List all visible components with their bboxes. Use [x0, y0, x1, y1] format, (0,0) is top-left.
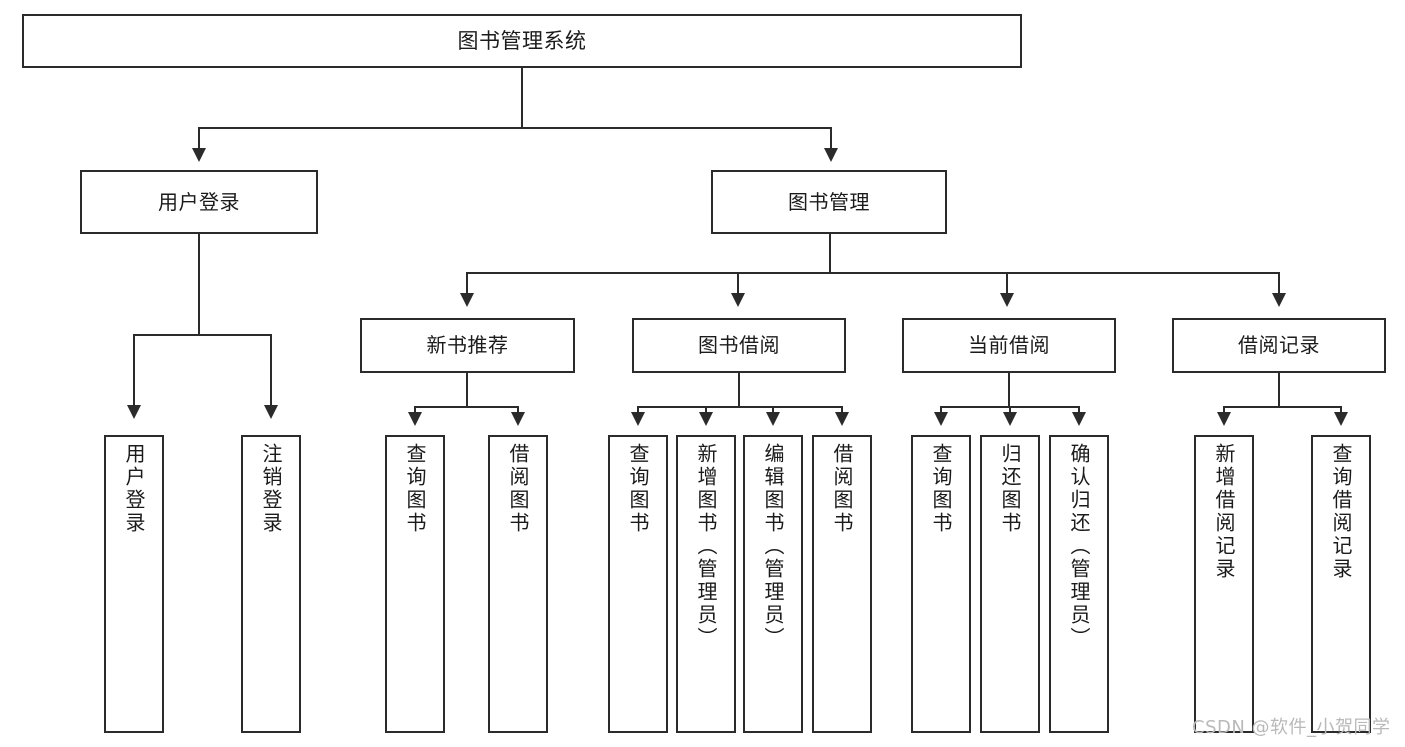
arrow-to-borrow-record — [1272, 293, 1286, 307]
node-label: 新书推荐 — [426, 333, 509, 357]
node-label: 新增图书（管理员） — [694, 443, 718, 650]
node-label: 查询图书 — [929, 443, 953, 535]
arrow-to-book-management — [824, 148, 838, 162]
leaf-current-borrow-return-book[interactable]: 归还图书 — [980, 435, 1040, 733]
node-new-book-recommend[interactable]: 新书推荐 — [360, 318, 575, 373]
node-label: 编辑图书（管理员） — [761, 443, 785, 650]
edge-new-book-recommend-stem — [466, 373, 468, 407]
edge-current-borrow-stem — [1008, 373, 1010, 407]
edge-user-login-drop-0 — [133, 334, 135, 406]
node-label: 确认归还（管理员） — [1067, 443, 1091, 650]
leaf-current-borrow-query-book[interactable]: 查询图书 — [911, 435, 971, 733]
node-label: 图书管理 — [788, 189, 870, 214]
arrow-to-leaf-br-1 — [1334, 412, 1348, 426]
leaf-book-borrow-borrow-book[interactable]: 借阅图书 — [812, 435, 872, 733]
edge-level2-drop-3 — [1278, 272, 1280, 294]
edge-br-drop-0 — [1223, 406, 1225, 416]
edge-nbr-drop-1 — [517, 406, 519, 416]
leaf-current-borrow-confirm-return-admin[interactable]: 确认归还（管理员） — [1049, 435, 1109, 733]
edge-br-drop-1 — [1340, 406, 1342, 416]
node-label: 注销登录 — [259, 443, 283, 535]
watermark-csdn: CSDN @软件_小贺同学 — [1192, 717, 1391, 738]
edge-bb-drop-3 — [841, 406, 843, 416]
node-label: 借阅记录 — [1238, 333, 1320, 357]
node-label: 用户登录 — [158, 189, 240, 214]
arrow-to-leaf-cb-0 — [934, 412, 948, 426]
node-current-borrow[interactable]: 当前借阅 — [902, 318, 1116, 373]
arrow-to-leaf-nbr-1 — [511, 412, 525, 426]
edge-cb-drop-2 — [1078, 406, 1080, 416]
arrow-to-leaf-cb-1 — [1003, 412, 1017, 426]
arrow-to-leaf-nbr-0 — [408, 412, 422, 426]
node-label: 图书管理系统 — [457, 28, 587, 53]
leaf-new-book-query-book[interactable]: 查询图书 — [385, 435, 445, 733]
edge-bb-drop-0 — [637, 406, 639, 416]
leaf-new-book-borrow-book[interactable]: 借阅图书 — [488, 435, 548, 733]
leaf-user-login-logout[interactable]: 注销登录 — [241, 435, 301, 733]
edge-root-stem — [521, 68, 523, 128]
arrow-to-leaf-user-login — [127, 405, 141, 419]
edge-user-login-drop-1 — [270, 334, 272, 406]
edge-level2-drop-2 — [1006, 272, 1008, 294]
arrow-to-leaf-bb-3 — [835, 412, 849, 426]
edge-level1-drop-book-management — [830, 127, 832, 149]
edge-nbr-drop-0 — [414, 406, 416, 416]
node-label: 当前借阅 — [968, 333, 1050, 357]
node-label: 归还图书 — [998, 443, 1022, 535]
node-label: 查询借阅记录 — [1329, 443, 1353, 581]
arrow-to-leaf-cb-2 — [1072, 412, 1086, 426]
edge-level1-drop-user-login — [198, 127, 200, 149]
node-borrow-record[interactable]: 借阅记录 — [1172, 318, 1386, 373]
node-label: 图书借阅 — [698, 333, 780, 357]
edge-user-login-bar — [133, 334, 272, 336]
edge-book-borrow-stem — [738, 373, 740, 407]
leaf-book-borrow-edit-book-admin[interactable]: 编辑图书（管理员） — [743, 435, 803, 733]
arrow-to-leaf-bb-2 — [766, 412, 780, 426]
edge-level1-bar — [198, 127, 832, 129]
edge-borrow-record-bar — [1223, 406, 1342, 408]
edge-level2-bar — [466, 272, 1280, 274]
arrow-to-leaf-logout — [264, 405, 278, 419]
edge-level2-drop-1 — [737, 272, 739, 294]
edge-bb-drop-2 — [772, 406, 774, 416]
edge-bb-drop-1 — [705, 406, 707, 416]
node-root-book-management-system[interactable]: 图书管理系统 — [22, 14, 1022, 68]
arrow-to-book-borrow — [731, 293, 745, 307]
arrow-to-user-login — [192, 148, 206, 162]
edge-book-management-stem — [829, 234, 831, 273]
leaf-book-borrow-add-book-admin[interactable]: 新增图书（管理员） — [676, 435, 736, 733]
edge-user-login-stem — [198, 234, 200, 335]
arrow-to-leaf-bb-1 — [699, 412, 713, 426]
leaf-borrow-record-add-record[interactable]: 新增借阅记录 — [1194, 435, 1254, 733]
leaf-borrow-record-query-record[interactable]: 查询借阅记录 — [1311, 435, 1371, 733]
edge-cb-drop-0 — [940, 406, 942, 416]
edge-level2-drop-0 — [466, 272, 468, 294]
node-label: 借阅图书 — [506, 443, 530, 535]
arrow-to-leaf-br-0 — [1217, 412, 1231, 426]
node-label: 查询图书 — [626, 443, 650, 535]
edge-book-borrow-bar — [637, 406, 843, 408]
edge-new-book-recommend-bar — [414, 406, 519, 408]
node-user-login[interactable]: 用户登录 — [80, 170, 318, 234]
node-label: 借阅图书 — [830, 443, 854, 535]
node-label: 用户登录 — [122, 443, 146, 535]
edge-borrow-record-stem — [1278, 373, 1280, 407]
arrow-to-new-book-recommend — [460, 293, 474, 307]
node-label: 查询图书 — [403, 443, 427, 535]
leaf-user-login-login[interactable]: 用户登录 — [104, 435, 164, 733]
node-book-management[interactable]: 图书管理 — [711, 170, 947, 234]
arrow-to-current-borrow — [1000, 293, 1014, 307]
leaf-book-borrow-query-book[interactable]: 查询图书 — [608, 435, 668, 733]
arrow-to-leaf-bb-0 — [631, 412, 645, 426]
edge-cb-drop-1 — [1009, 406, 1011, 416]
node-label: 新增借阅记录 — [1212, 443, 1236, 581]
node-book-borrow[interactable]: 图书借阅 — [632, 318, 846, 373]
